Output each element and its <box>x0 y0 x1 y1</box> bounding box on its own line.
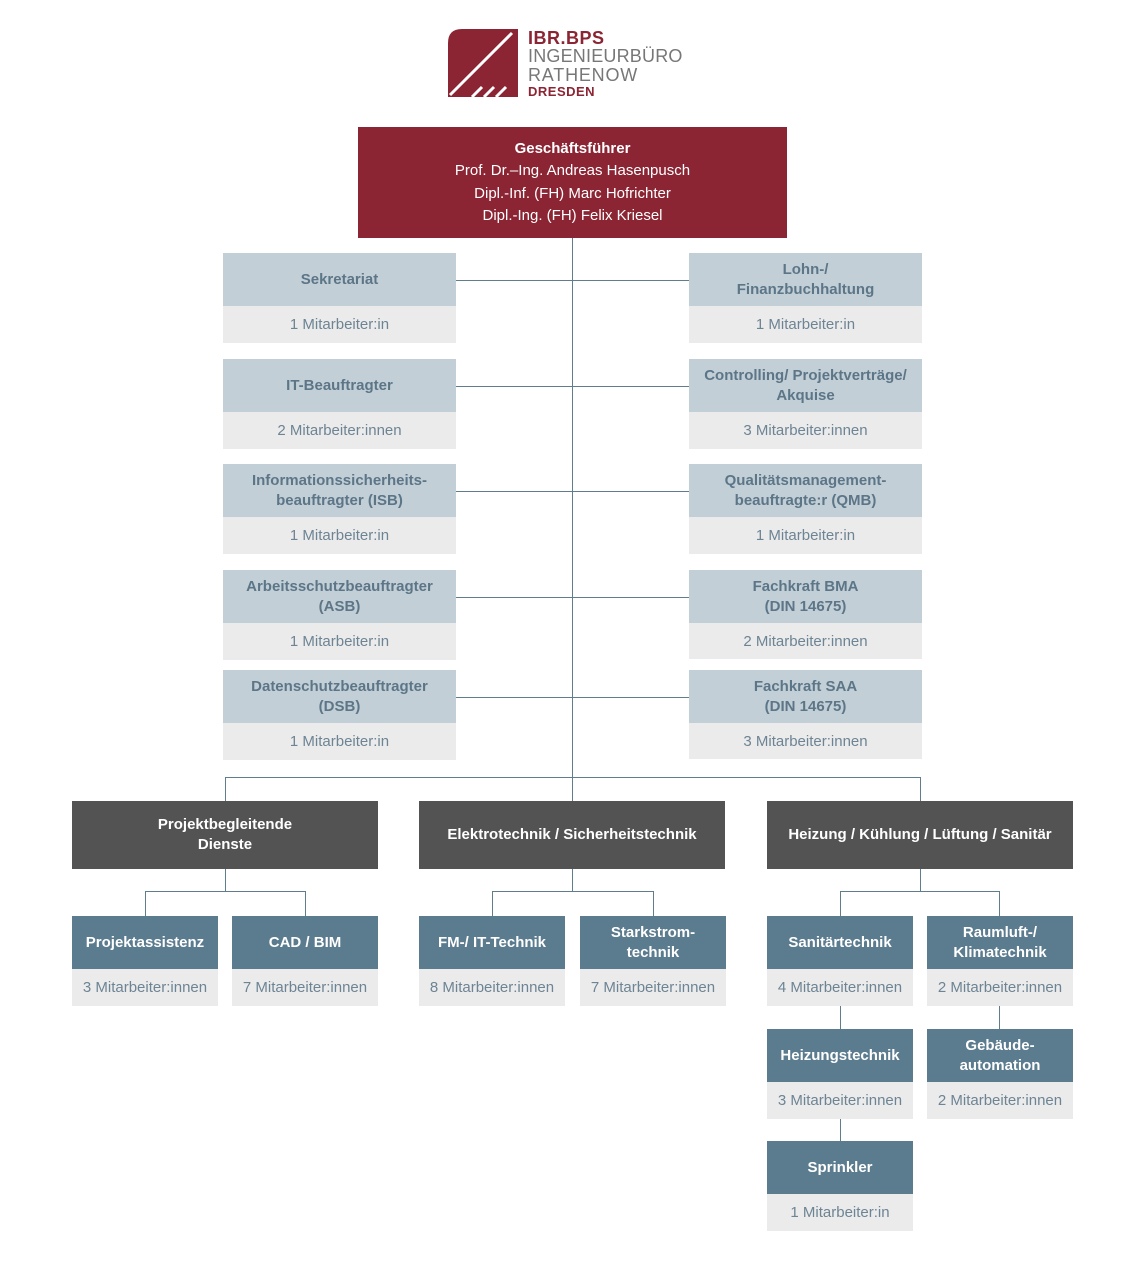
unit-title: FM-/ IT-Technik <box>419 916 565 969</box>
staff-count: 1 Mitarbeiter:in <box>223 517 456 554</box>
staff-count: 1 Mitarbeiter:in <box>223 306 456 343</box>
logo-line-1: IBR.BPS <box>528 28 605 48</box>
connector-div2-b <box>653 891 654 916</box>
unit-count: 2 Mitarbeiter:innen <box>927 969 1073 1006</box>
ceo-box: Geschäftsführer Prof. Dr.–Ing. Andreas H… <box>358 127 787 238</box>
connector-div2-bus <box>492 891 654 892</box>
connector-div1-a <box>145 891 146 916</box>
connector-staff-3 <box>456 491 689 492</box>
staff-title: Fachkraft SAA (DIN 14675) <box>689 670 922 723</box>
logo-mark-icon <box>448 29 518 99</box>
unit-count: 4 Mitarbeiter:innen <box>767 969 913 1006</box>
staff-count: 1 Mitarbeiter:in <box>689 306 922 343</box>
division-electrical: Elektrotechnik / Sicherheitstechnik <box>419 801 725 869</box>
division-project-services: Projektbegleitende Dienste <box>72 801 378 869</box>
logo-line-4: DRESDEN <box>528 84 596 99</box>
ceo-member: Dipl.-Ing. (FH) Felix Kriesel <box>482 207 663 224</box>
connector-staff-5 <box>456 697 689 698</box>
connector-staff-4 <box>456 597 689 598</box>
staff-count: 1 Mitarbeiter:in <box>223 623 456 660</box>
staff-title: Lohn-/ Finanzbuchhaltung <box>689 253 922 306</box>
staff-title: Qualitätsmanagement- beauftragte:r (QMB) <box>689 464 922 517</box>
staff-count: 2 Mitarbeiter:innen <box>223 412 456 449</box>
logo-line-3: RATHENOW <box>528 65 639 85</box>
staff-title: Arbeitsschutzbeauftragter (ASB) <box>223 570 456 623</box>
connector-div1-bus <box>145 891 306 892</box>
unit-title: Gebäude- automation <box>927 1029 1073 1082</box>
company-logo: IBR.BPS INGENIEURBÜRO RATHENOW DRESDEN <box>448 28 682 99</box>
logo-line-2: INGENIEURBÜRO <box>528 46 683 66</box>
staff-title: Sekretariat <box>223 253 456 306</box>
staff-title: Informationssicherheits- beauftragter (I… <box>223 464 456 517</box>
staff-count: 3 Mitarbeiter:innen <box>689 723 922 759</box>
connector-div3-a <box>840 891 841 916</box>
unit-title: Sprinkler <box>767 1141 913 1194</box>
unit-title: Heizungstechnik <box>767 1029 913 1082</box>
unit-count: 3 Mitarbeiter:innen <box>767 1082 913 1119</box>
connector-div3-bus <box>840 891 1000 892</box>
connector-division-bus <box>225 777 921 778</box>
unit-count: 7 Mitarbeiter:innen <box>580 969 726 1006</box>
unit-title: Sanitärtechnik <box>767 916 913 969</box>
connector-staff-2 <box>456 386 689 387</box>
division-hvac: Heizung / Kühlung / Lüftung / Sanitär <box>767 801 1073 869</box>
staff-title: IT-Beauftragter <box>223 359 456 412</box>
staff-title: Controlling/ Projektverträge/ Akquise <box>689 359 922 412</box>
ceo-member: Prof. Dr.–Ing. Andreas Hasenpusch <box>454 162 691 179</box>
staff-count: 2 Mitarbeiter:innen <box>689 623 922 659</box>
unit-count: 1 Mitarbeiter:in <box>767 1194 913 1231</box>
unit-count: 7 Mitarbeiter:innen <box>232 969 378 1006</box>
connector-trunk <box>572 238 573 801</box>
staff-count: 3 Mitarbeiter:innen <box>689 412 922 449</box>
staff-title: Datenschutzbeauftragter (DSB) <box>223 670 456 723</box>
unit-title: Starkstrom- technik <box>580 916 726 969</box>
unit-title: CAD / BIM <box>232 916 378 969</box>
connector-div3-chain-2 <box>999 1006 1000 1029</box>
unit-count: 3 Mitarbeiter:innen <box>72 969 218 1006</box>
ceo-title: Geschäftsführer <box>514 139 631 157</box>
ceo-member: Dipl.-Inf. (FH) Marc Hofrichter <box>474 184 671 202</box>
unit-count: 8 Mitarbeiter:innen <box>419 969 565 1006</box>
connector-division-3 <box>920 777 921 801</box>
unit-title: Raumluft-/ Klimatechnik <box>927 916 1073 969</box>
connector-div2-a <box>492 891 493 916</box>
staff-count: 1 Mitarbeiter:in <box>689 517 922 554</box>
connector-div3-chain-3 <box>840 1119 841 1141</box>
connector-div3-chain-1 <box>840 1006 841 1029</box>
staff-title: Fachkraft BMA (DIN 14675) <box>689 570 922 623</box>
connector-div3-b <box>999 891 1000 916</box>
connector-div1-b <box>305 891 306 916</box>
connector-div2-down <box>572 868 573 892</box>
unit-count: 2 Mitarbeiter:innen <box>927 1082 1073 1119</box>
connector-staff-1 <box>456 280 689 281</box>
connector-div1-down <box>225 868 226 892</box>
staff-count: 1 Mitarbeiter:in <box>223 723 456 760</box>
connector-division-1 <box>225 777 226 801</box>
unit-title: Projektassistenz <box>72 916 218 969</box>
connector-div3-down <box>920 868 921 892</box>
